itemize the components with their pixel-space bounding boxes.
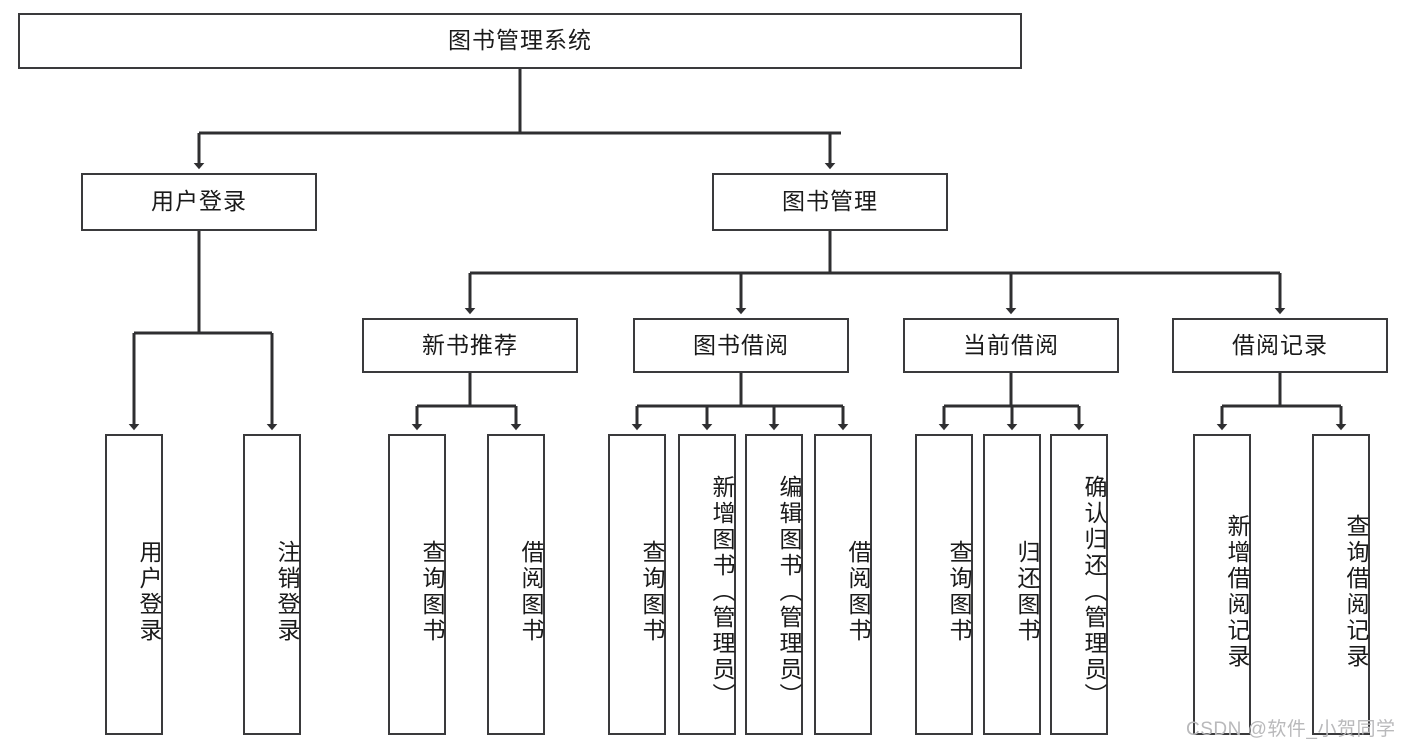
node-label: 当前借阅 (963, 331, 1059, 358)
node-root-book-management-system[interactable]: 图书管理系统 (18, 13, 1022, 69)
node-label: 图书管理 (782, 188, 878, 215)
node-book-borrowing[interactable]: 图书借阅 (633, 318, 849, 373)
node-label: 查询图书 (946, 539, 972, 644)
leaf-add-book-admin[interactable]: 新增图书（管理员） (678, 434, 736, 735)
node-user-login[interactable]: 用户登录 (81, 173, 317, 231)
node-label: 查询图书 (639, 539, 665, 644)
node-borrowing-records[interactable]: 借阅记录 (1172, 318, 1388, 373)
node-label: 用户登录 (136, 539, 162, 644)
leaf-query-books-current[interactable]: 查询图书 (915, 434, 973, 735)
node-label: 查询图书 (419, 539, 445, 644)
leaf-logout[interactable]: 注销登录 (243, 434, 301, 735)
leaf-add-borrow-record[interactable]: 新增借阅记录 (1193, 434, 1251, 735)
leaf-edit-book-admin[interactable]: 编辑图书（管理员） (745, 434, 803, 735)
csdn-watermark: CSDN @软件_小贺同学 (1186, 719, 1396, 740)
leaf-query-books-borrow[interactable]: 查询图书 (608, 434, 666, 735)
node-label: 编辑图书（管理员） (776, 474, 802, 709)
node-label: 确认归还（管理员） (1081, 474, 1107, 709)
node-label: 借阅记录 (1232, 331, 1328, 358)
node-label: 新书推荐 (422, 331, 518, 358)
node-label: 注销登录 (274, 539, 300, 644)
node-label: 归还图书 (1014, 539, 1040, 644)
node-label: 图书管理系统 (448, 27, 592, 54)
leaf-query-books-new[interactable]: 查询图书 (388, 434, 446, 735)
node-label: 新增图书（管理员） (709, 474, 735, 709)
node-label: 借阅图书 (518, 539, 544, 644)
node-label: 借阅图书 (845, 539, 871, 644)
node-new-book-recommendation[interactable]: 新书推荐 (362, 318, 578, 373)
leaf-confirm-return-admin[interactable]: 确认归还（管理员） (1050, 434, 1108, 735)
node-label: 用户登录 (151, 188, 247, 215)
leaf-borrow-books[interactable]: 借阅图书 (814, 434, 872, 735)
leaf-return-books[interactable]: 归还图书 (983, 434, 1041, 735)
node-label: 新增借阅记录 (1224, 513, 1250, 670)
node-label: 查询借阅记录 (1343, 513, 1369, 670)
leaf-user-login[interactable]: 用户登录 (105, 434, 163, 735)
node-book-management[interactable]: 图书管理 (712, 173, 948, 231)
leaf-borrow-books-new[interactable]: 借阅图书 (487, 434, 545, 735)
node-current-borrowing[interactable]: 当前借阅 (903, 318, 1119, 373)
node-label: 图书借阅 (693, 331, 789, 358)
leaf-query-borrow-record[interactable]: 查询借阅记录 (1312, 434, 1370, 735)
